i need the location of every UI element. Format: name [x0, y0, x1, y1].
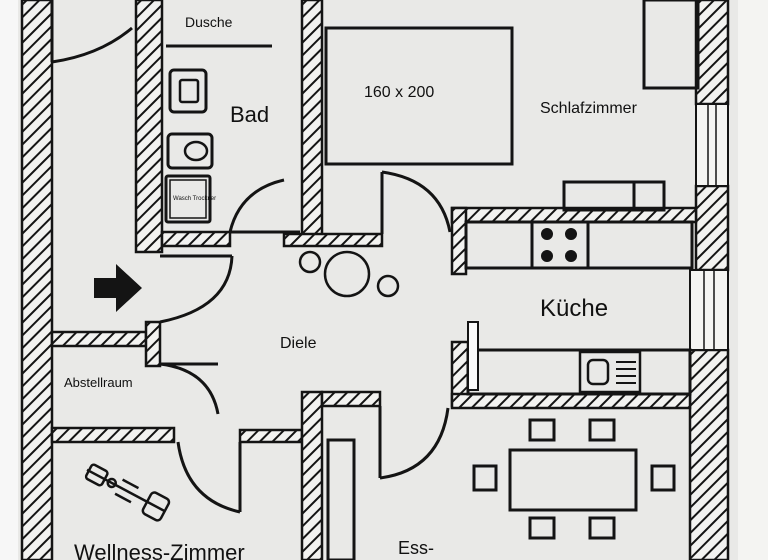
dining-furniture	[326, 418, 676, 560]
label-diele: Diele	[280, 335, 317, 352]
label-kueche: Küche	[540, 295, 608, 322]
rowing-machine-icon	[84, 463, 171, 522]
label-ess: Ess-	[398, 538, 434, 558]
entrance-arrow-icon	[94, 264, 142, 312]
doors	[50, 0, 452, 514]
label-schlafzimmer: Schlafzimmer	[540, 100, 638, 117]
kitchen-fixtures	[464, 220, 694, 396]
bathroom-fixtures	[164, 44, 272, 224]
bedroom-furniture	[324, 0, 700, 212]
label-abstellraum: Abstellraum	[64, 375, 133, 390]
label-wellness: Wellness-Zimmer	[74, 540, 245, 560]
hall-furniture	[298, 250, 400, 298]
label-washer: Wasch Trockner	[173, 196, 216, 202]
label-bed-size: 160 x 200	[364, 84, 434, 101]
label-dusche: Dusche	[185, 14, 233, 30]
label-bad: Bad	[230, 102, 269, 127]
walls	[20, 0, 730, 560]
